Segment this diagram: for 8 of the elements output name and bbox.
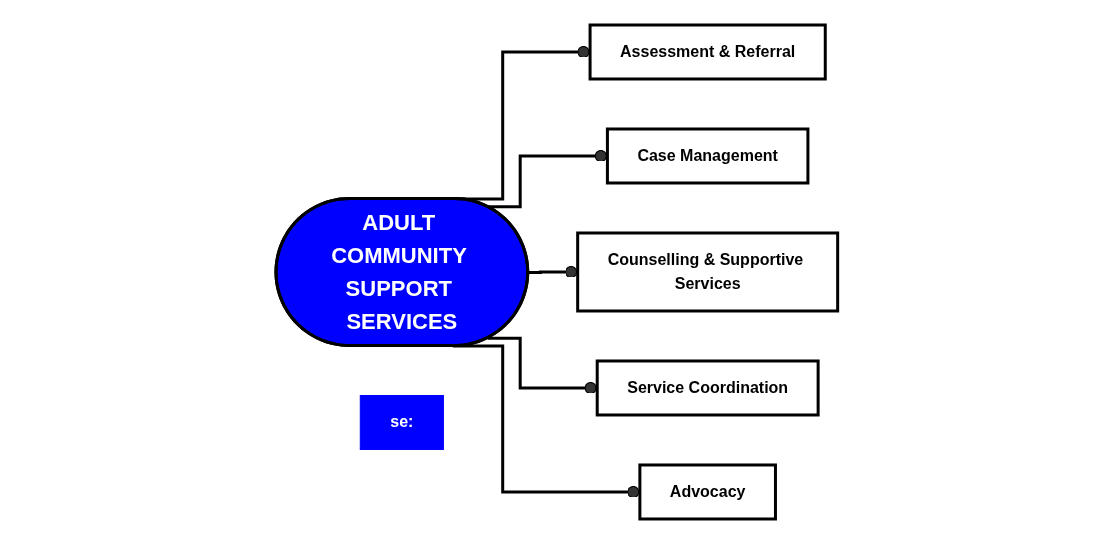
node-box: se: xyxy=(359,394,444,450)
node-box: Case Management xyxy=(605,127,810,184)
node-box: Advocacy xyxy=(638,463,777,520)
node-box: Counselling & Supportive Services xyxy=(575,231,839,312)
node-box: Service Coordination xyxy=(595,359,820,416)
connector xyxy=(527,265,578,278)
connector xyxy=(487,336,597,394)
node-box: Assessment & Referral xyxy=(588,23,827,80)
